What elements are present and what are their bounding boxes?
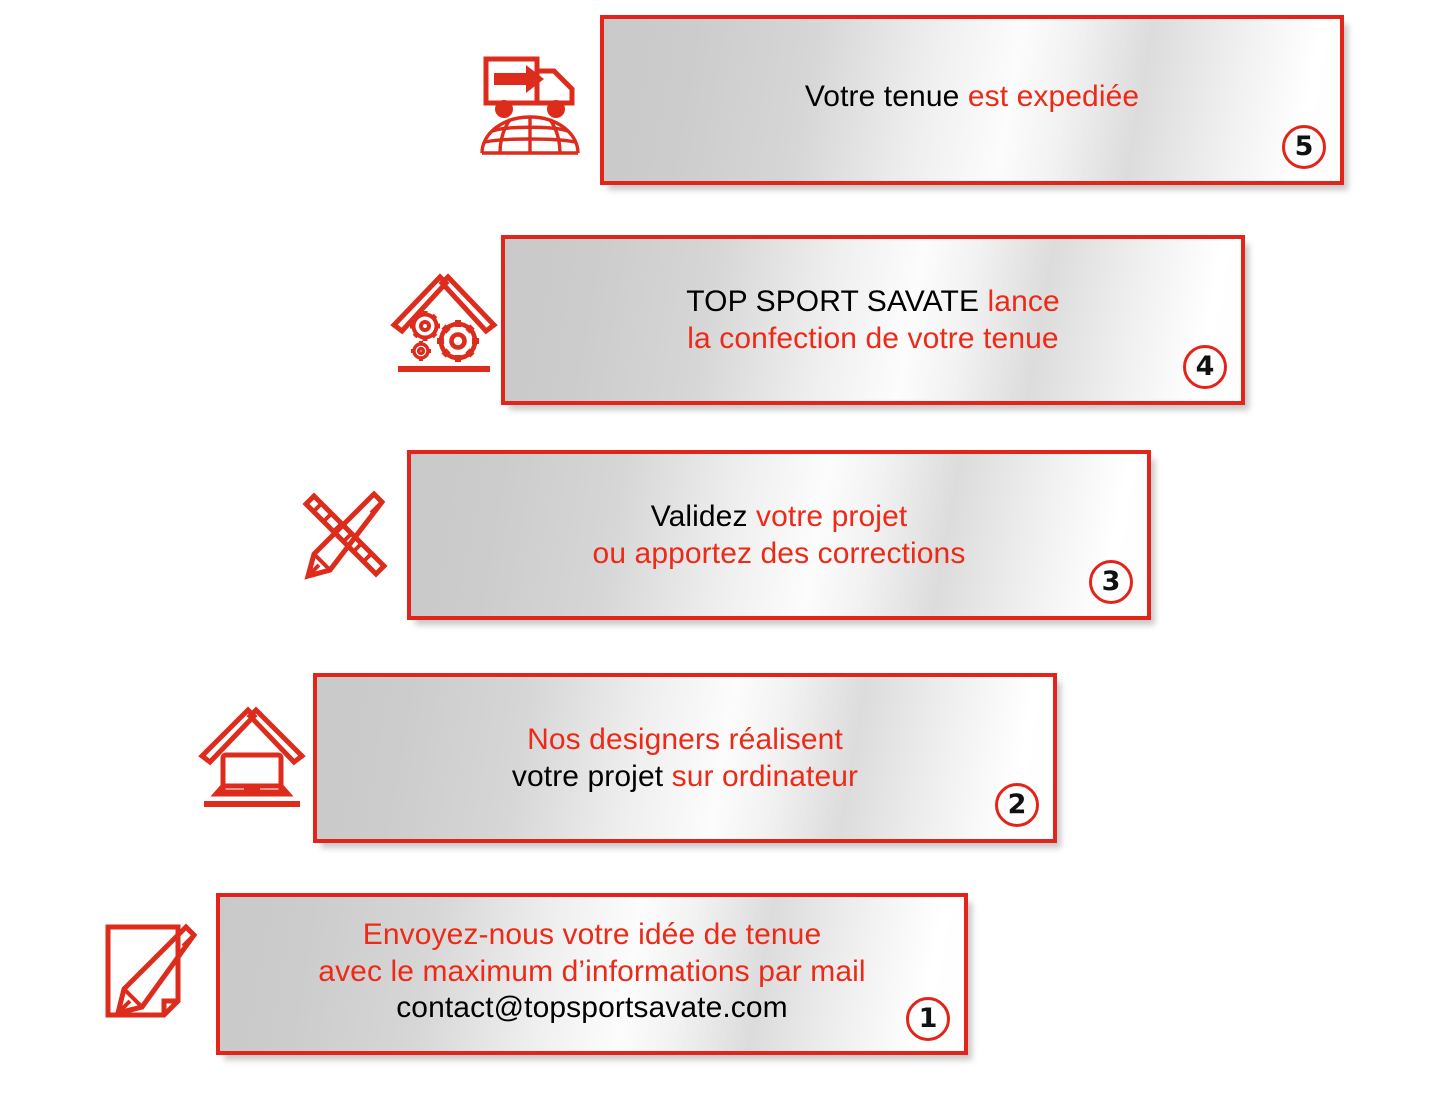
step-text-segment: Votre tenue [804,80,968,113]
step-text-line: Nos designers réalisent [317,722,1053,759]
step-text-segment: TOP SPORT SAVATE [686,285,988,318]
step-text-line: TOP SPORT SAVATE lance [505,284,1241,321]
step-number-badge: 3 [1089,560,1133,604]
step-text-segment: lance [987,285,1060,318]
step-number-badge: 4 [1183,345,1227,389]
step-text-segment: Validez [650,500,757,533]
step-text-line: Validez votre projet [411,499,1147,536]
step-text-line: Envoyez-nous votre idée de tenue [220,917,964,954]
step-panel: Votre tenue est expediée 5 [600,15,1344,185]
note-pencil-icon [94,913,206,1031]
step-text-line: Votre tenue est expediée [604,79,1340,116]
step-number-badge: 2 [995,783,1039,827]
step-text-line: ou apportez des corrections [411,536,1147,573]
step-text-line: la confection de votre tenue [505,321,1241,358]
ruler-pencil-icon [288,478,400,596]
step-text-segment: votre projet [511,759,672,793]
step-text-line: contact@topsportsavate.com [220,990,964,1027]
roof-gears-icon [388,263,500,381]
step-text-segment: sur ordinateur [671,759,859,793]
step-text-segment: la confection de votre tenue [687,321,1059,355]
step-text-segment: Nos designers réalisent [527,723,843,756]
step-number-badge: 1 [906,997,950,1041]
step-number-badge: 5 [1282,125,1326,169]
step-text-line: avec le maximum d’informations par mail [220,954,964,991]
step-text-segment: Envoyez-nous votre idée de tenue [362,918,822,951]
step-text-segment: avec le maximum d’informations par mail [318,954,866,988]
step-text: Votre tenue est expediée [604,79,1340,116]
step-text-segment: votre projet [756,500,908,533]
step-text-line: votre projet sur ordinateur [317,759,1053,796]
step-text-segment: est expediée [967,80,1140,113]
delivery-truck-globe-icon [474,45,586,163]
roof-laptop-icon [196,698,308,816]
step-text-segment: ou apportez des corrections [592,536,966,570]
step-text-segment: contact@topsportsavate.com [396,991,788,1025]
